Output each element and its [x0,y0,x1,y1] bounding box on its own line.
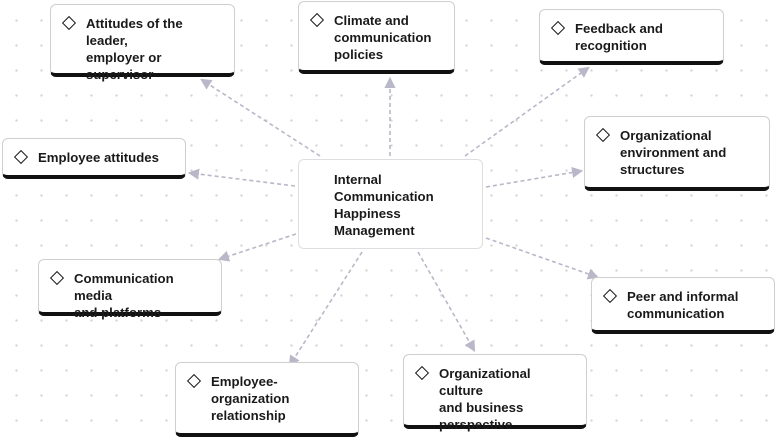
topic-attitudes-leader[interactable]: Attitudes of the leader, employer or sup… [50,4,235,82]
topic-org-culture[interactable]: Organizational culture and business pers… [403,354,587,432]
connector-to-peer-informal [485,237,600,280]
connector-to-feedback-recognition [464,66,590,157]
topic-label: Employee-organization relationship [211,374,290,423]
topic-peer-informal[interactable]: Peer and informal communication [591,277,775,334]
topic-communication-media[interactable]: Communication media and platforms [38,259,222,320]
diamond-icon [186,373,202,389]
topic-employee-attitudes[interactable]: Employee attitudes [2,138,186,179]
topic-label: Feedback and recognition [575,21,663,53]
diamond-icon [61,15,77,31]
topic-org-environment[interactable]: Organizational environment and structure… [584,116,770,191]
diamond-icon [550,20,566,36]
topic-label: Organizational culture and business pers… [439,366,531,432]
connector-to-employee-attitudes [187,168,296,187]
diamond-icon [414,365,430,381]
diamond-icon [602,288,618,304]
diamond-icon [13,149,29,165]
topic-climate-policies[interactable]: Climate and communication policies [298,1,455,74]
connector-to-org-environment [485,166,584,188]
topic-label: Communication media and platforms [74,271,174,320]
topic-label: Attitudes of the leader, employer or sup… [86,16,183,82]
topic-feedback-recognition[interactable]: Feedback and recognition [539,9,724,65]
topic-label: Peer and informal communication [627,289,739,321]
topic-employee-org-relationship[interactable]: Employee-organization relationship [175,362,359,437]
topic-label: Employee attitudes [38,150,159,165]
connector-to-communication-media [217,233,297,262]
central-topic[interactable]: Internal Communication Happiness Managem… [298,159,483,249]
connector-to-attitudes-leader [200,78,321,157]
connector-to-org-culture [417,251,476,352]
connector-to-employee-org-relationship [288,251,363,367]
diamond-icon [595,127,611,143]
topic-label: Organizational environment and structure… [620,128,727,177]
diamond-icon [49,270,65,286]
topic-label: Climate and communication policies [334,13,432,62]
diamond-icon [309,12,325,28]
